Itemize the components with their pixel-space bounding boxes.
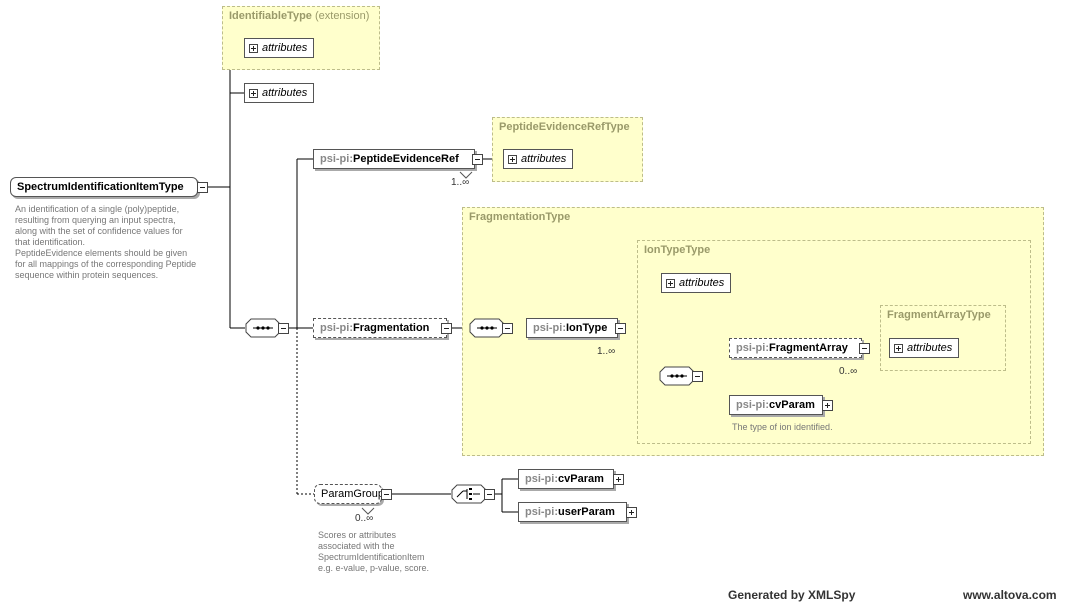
site-link[interactable]: www.altova.com [963,588,1057,602]
peptide-evidence-ref-cardinality: 1..∞ [451,177,470,188]
choice-icon[interactable] [451,484,487,504]
identifiable-attributes[interactable]: attributes [244,38,315,58]
collapse-icon[interactable] [278,323,289,334]
expand-icon[interactable] [508,154,517,164]
peptide-evidence-ref-type-title: PeptideEvidenceRefType [499,121,630,133]
root-element[interactable]: SpectrumIdentificationItemType [10,177,198,197]
fragment-array-cardinality: 0..∞ [839,366,858,377]
param-group-element[interactable]: ParamGroup [314,484,384,504]
expand-icon[interactable] [613,474,624,485]
sequence-icon[interactable] [469,318,505,338]
fragment-array-type-title: FragmentArrayType [887,309,991,321]
collapse-icon[interactable] [484,489,495,500]
fragmentation-element[interactable]: psi-pi:Fragmentation [313,318,447,338]
ion-type-attributes[interactable]: attributes [661,273,732,293]
generated-by-label: Generated by XMLSpy [728,588,856,602]
ion-type-element[interactable]: psi-pi:IonType [526,318,618,338]
collapse-icon[interactable] [502,323,513,334]
choice-cvparam-element[interactable]: psi-pi:cvParam [518,469,614,489]
fragment-array-element[interactable]: psi-pi:FragmentArray [729,338,862,358]
peptide-evidence-ref-element[interactable]: psi-pi:PeptideEvidenceRef [313,149,475,169]
peptide-evidence-ref-attributes[interactable]: attributes [503,149,574,169]
ion-cvparam-element[interactable]: psi-pi:cvParam [729,395,823,415]
expand-icon[interactable] [822,400,833,411]
collapse-icon[interactable] [441,323,452,334]
expand-icon[interactable] [626,507,637,518]
collapse-icon[interactable] [859,343,870,354]
root-annotation: An identification of a single (poly)pept… [15,204,197,280]
ion-type-cardinality: 1..∞ [597,346,616,357]
collapse-icon[interactable] [692,371,703,382]
own-attributes[interactable]: attributes [244,83,315,103]
expand-icon[interactable] [249,88,258,98]
param-group-cardinality: 0..∞ [355,513,374,524]
collapse-icon[interactable] [197,182,208,193]
expand-icon[interactable] [894,343,903,353]
expand-icon[interactable] [666,278,675,288]
ion-cvparam-annotation: The type of ion identified. [732,422,833,432]
collapse-icon[interactable] [615,323,626,334]
collapse-icon[interactable] [472,154,483,165]
fragmentation-type-title: FragmentationType [469,211,571,223]
choice-userparam-element[interactable]: psi-pi:userParam [518,502,627,522]
sequence-icon[interactable] [245,318,281,338]
ion-type-type-title: IonTypeType [644,244,711,256]
fragment-array-attributes[interactable]: attributes [889,338,960,358]
collapse-icon[interactable] [381,489,392,500]
expand-icon[interactable] [249,43,258,53]
sequence-icon[interactable] [659,366,695,386]
identifiable-type-title: IdentifiableType (extension) [229,10,370,22]
